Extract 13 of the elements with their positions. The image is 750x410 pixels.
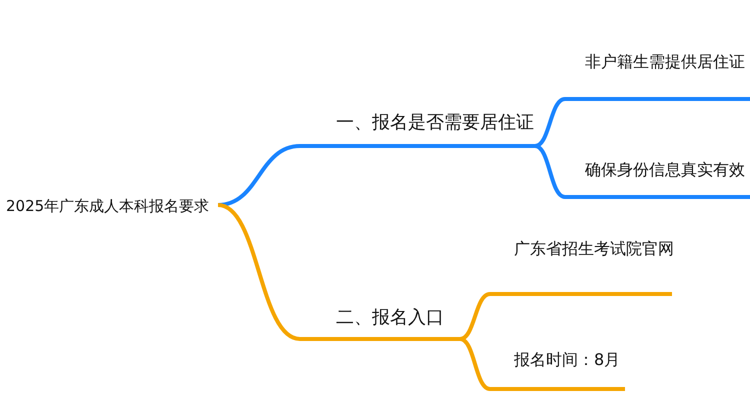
central-topic: 2025年广东成人本科报名要求 xyxy=(4,188,218,222)
connector xyxy=(459,337,491,391)
connector xyxy=(534,97,566,148)
leaf-topic: 广东省招生考试院官网 xyxy=(490,222,672,296)
connector xyxy=(218,144,300,207)
connector xyxy=(460,292,490,341)
branch-topic: 二、报名入口 xyxy=(300,282,460,341)
leaf-topic: 确保身份信息真实有效 xyxy=(565,138,750,199)
branch-topic: 一、报名是否需要居住证 xyxy=(300,98,535,148)
leaf-topic: 非户籍生需提供居住证 xyxy=(565,38,750,101)
connector xyxy=(534,144,566,199)
leaf-topic: 报名时间：8月 xyxy=(490,332,625,391)
connector xyxy=(217,203,301,341)
